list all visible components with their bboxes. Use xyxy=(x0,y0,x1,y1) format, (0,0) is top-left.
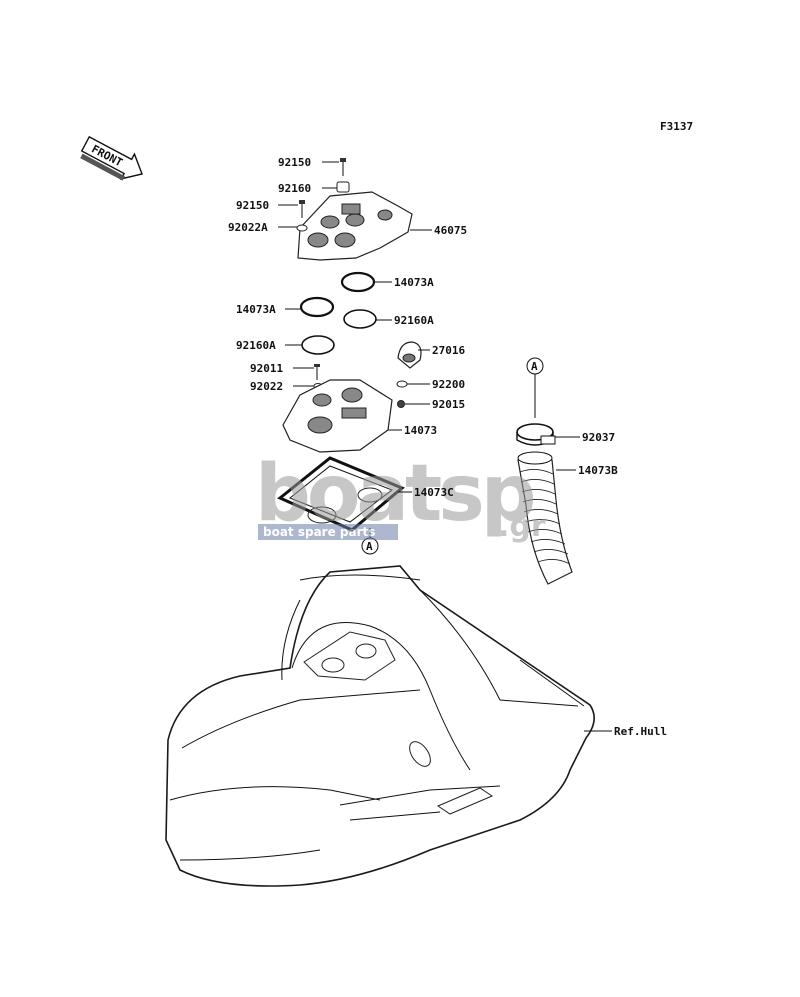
hose-14073B xyxy=(517,451,573,585)
fitting-27016 xyxy=(397,341,422,369)
part-label: 92200 xyxy=(432,378,465,391)
figure-code: F3137 xyxy=(660,120,693,133)
washer-92022A xyxy=(296,224,308,232)
part-label: 92011 xyxy=(250,362,283,375)
part-label: 92160 xyxy=(278,182,311,195)
svg-text:boat spare parts: boat spare parts xyxy=(263,525,375,539)
svg-text:.gr: .gr xyxy=(498,509,546,544)
air-duct-cover-46075 xyxy=(297,191,413,261)
front-arrow-icon: FRONT xyxy=(80,135,143,181)
nut-92015 xyxy=(397,400,405,408)
o-ring-92160A-left xyxy=(301,335,335,355)
bolt-92150-top xyxy=(340,158,346,176)
bolt-92150-left xyxy=(299,200,305,218)
part-label: 14073A xyxy=(236,303,276,316)
collar-92160 xyxy=(336,181,350,193)
part-label: 92037 xyxy=(582,431,615,444)
part-label: 46075 xyxy=(434,224,467,237)
hull-body xyxy=(165,565,595,887)
part-label: 14073 xyxy=(404,424,437,437)
part-label: 92022A xyxy=(228,221,268,234)
part-label: 92022 xyxy=(250,380,283,393)
washer-92200 xyxy=(396,380,408,388)
screw-92011 xyxy=(314,364,320,380)
part-label: 92160A xyxy=(394,314,434,327)
part-label: 92015 xyxy=(432,398,465,411)
svg-text:A: A xyxy=(366,540,373,553)
leader-lines xyxy=(278,161,612,732)
part-labels: 92150 92160 92150 92022A 46075 14073A 14… xyxy=(228,156,667,738)
part-label: 14073B xyxy=(578,464,618,477)
watermark-logo: boatsp .gr boat spare parts xyxy=(255,449,546,544)
seal-ring-14073A-left xyxy=(299,296,335,318)
seal-ring-14073A-upper xyxy=(340,271,376,293)
svg-text:A: A xyxy=(531,360,538,373)
part-label: 14073A xyxy=(394,276,434,289)
part-label: 14073C xyxy=(414,486,454,499)
part-label: 92160A xyxy=(236,339,276,352)
o-ring-92160A-right xyxy=(343,309,377,329)
part-label: 92150 xyxy=(236,199,269,212)
gasket-14073C xyxy=(277,456,405,532)
part-label: 92150 xyxy=(278,156,311,169)
air-duct-14073 xyxy=(282,379,393,453)
part-label: Ref.Hull xyxy=(614,725,667,738)
part-label: 27016 xyxy=(432,344,465,357)
clamp-92037 xyxy=(516,423,556,446)
callout-a-upper: A xyxy=(526,357,544,418)
